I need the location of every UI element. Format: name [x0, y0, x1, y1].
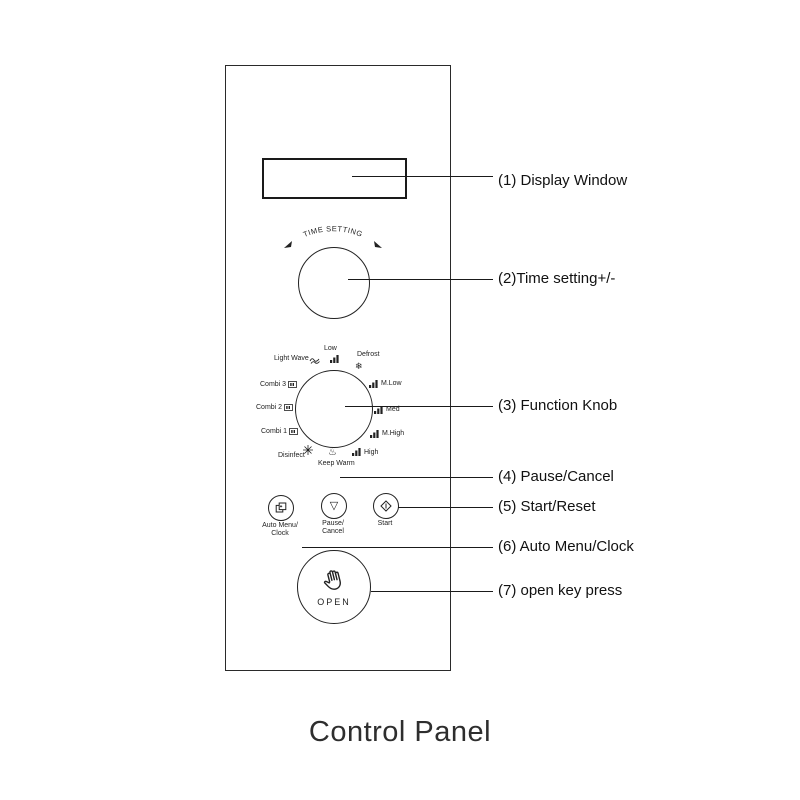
- callout-label-function-knob: (3) Function Knob: [498, 397, 618, 414]
- callout-label-open-key: (7) open key press: [498, 582, 623, 599]
- time-setting-knob: [298, 247, 370, 319]
- knob-label-low: Low: [324, 345, 337, 352]
- disinfect-star-icon: [303, 445, 313, 455]
- pause-triangle-icon: ▽: [329, 499, 339, 512]
- callout-line-1: [352, 176, 493, 177]
- knob-label-m-low: M.Low: [381, 380, 402, 387]
- callout-line-7: [371, 591, 493, 592]
- callout-label-display-window: (1) Display Window: [498, 172, 628, 189]
- combi3-icon: [288, 381, 297, 388]
- callout-label-pause-cancel: (4) Pause/Cancel: [498, 468, 614, 485]
- open-label: OPEN: [317, 597, 351, 607]
- power-bars-icon: [374, 406, 383, 414]
- knob-label-keep-warm: Keep Warm: [318, 460, 355, 467]
- callout-line-2: [348, 279, 493, 280]
- light-wave-icon: [309, 358, 320, 364]
- start-label: Start: [377, 520, 393, 527]
- open-hand-icon: [323, 570, 341, 590]
- arrow-right-icon: [374, 241, 382, 248]
- page-title: Control Panel: [308, 716, 492, 748]
- callout-line-6: [302, 547, 493, 548]
- power-bars-icon: [370, 430, 379, 438]
- power-bars-icon: [369, 380, 378, 388]
- knob-label-disinfect: Disinfect: [278, 452, 305, 459]
- callout-line-5: [398, 507, 493, 508]
- display-window: [262, 158, 407, 199]
- start-icon: [380, 500, 392, 512]
- knob-label-defrost: Defrost: [357, 351, 380, 358]
- callout-label-time-setting: (2)Time setting+/-: [498, 270, 616, 287]
- keep-warm-steam-icon: ♨: [328, 447, 337, 458]
- combi2-icon: [284, 404, 293, 411]
- function-knob: [295, 370, 373, 448]
- pause-cancel-label: Pause/ Cancel: [322, 520, 344, 535]
- power-bars-icon: [352, 448, 361, 456]
- knob-label-combi1: Combi 1: [261, 428, 288, 435]
- auto-menu-clock-button: [268, 495, 294, 521]
- pause-cancel-button: ▽: [321, 493, 347, 519]
- snowflake-icon: ❄: [355, 361, 363, 371]
- knob-label-m-high: M.High: [382, 430, 405, 437]
- knob-label-combi2: Combi 2: [256, 404, 283, 411]
- open-button: OPEN: [297, 550, 371, 624]
- power-bars-icon: [330, 355, 339, 363]
- callout-label-auto-menu-clock: (6) Auto Menu/Clock: [498, 538, 634, 555]
- knob-label-light-wave: Light Wave: [274, 355, 309, 362]
- callout-line-4: [340, 477, 493, 478]
- knob-label-med: Med: [386, 406, 400, 413]
- knob-label-high: High: [364, 449, 379, 456]
- time-setting-arc-label: TIME SETTING: [284, 224, 382, 248]
- auto-menu-clock-label: Auto Menu/ Clock: [262, 522, 298, 537]
- svg-text:TIME SETTING: TIME SETTING: [302, 224, 364, 239]
- knob-label-combi3: Combi 3: [260, 381, 287, 388]
- start-button: [373, 493, 399, 519]
- arrow-left-icon: [284, 241, 292, 248]
- auto-menu-icon: [275, 502, 287, 513]
- callout-line-3: [345, 406, 493, 407]
- combi1-icon: [289, 428, 298, 435]
- callout-label-start-reset: (5) Start/Reset: [498, 498, 596, 515]
